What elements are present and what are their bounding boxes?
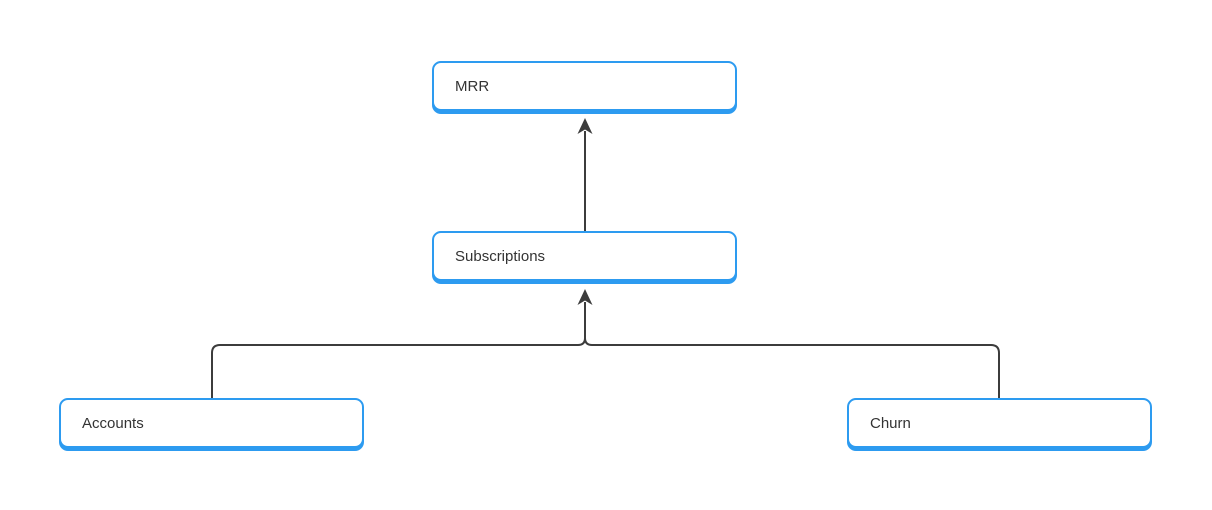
node-churn-label: Churn — [870, 414, 911, 432]
edge-accounts-to-subscriptions[interactable] — [211, 302, 586, 398]
node-mrr-label: MRR — [455, 77, 490, 95]
node-mrr[interactable]: MRR — [432, 61, 737, 111]
node-subscriptions[interactable]: Subscriptions — [432, 231, 737, 281]
node-churn[interactable]: Churn — [847, 398, 1152, 448]
node-accounts[interactable]: Accounts — [59, 398, 364, 448]
node-accounts-label: Accounts — [82, 414, 144, 432]
edge-churn-to-subscriptions[interactable] — [584, 302, 1000, 398]
node-subscriptions-label: Subscriptions — [455, 247, 546, 265]
